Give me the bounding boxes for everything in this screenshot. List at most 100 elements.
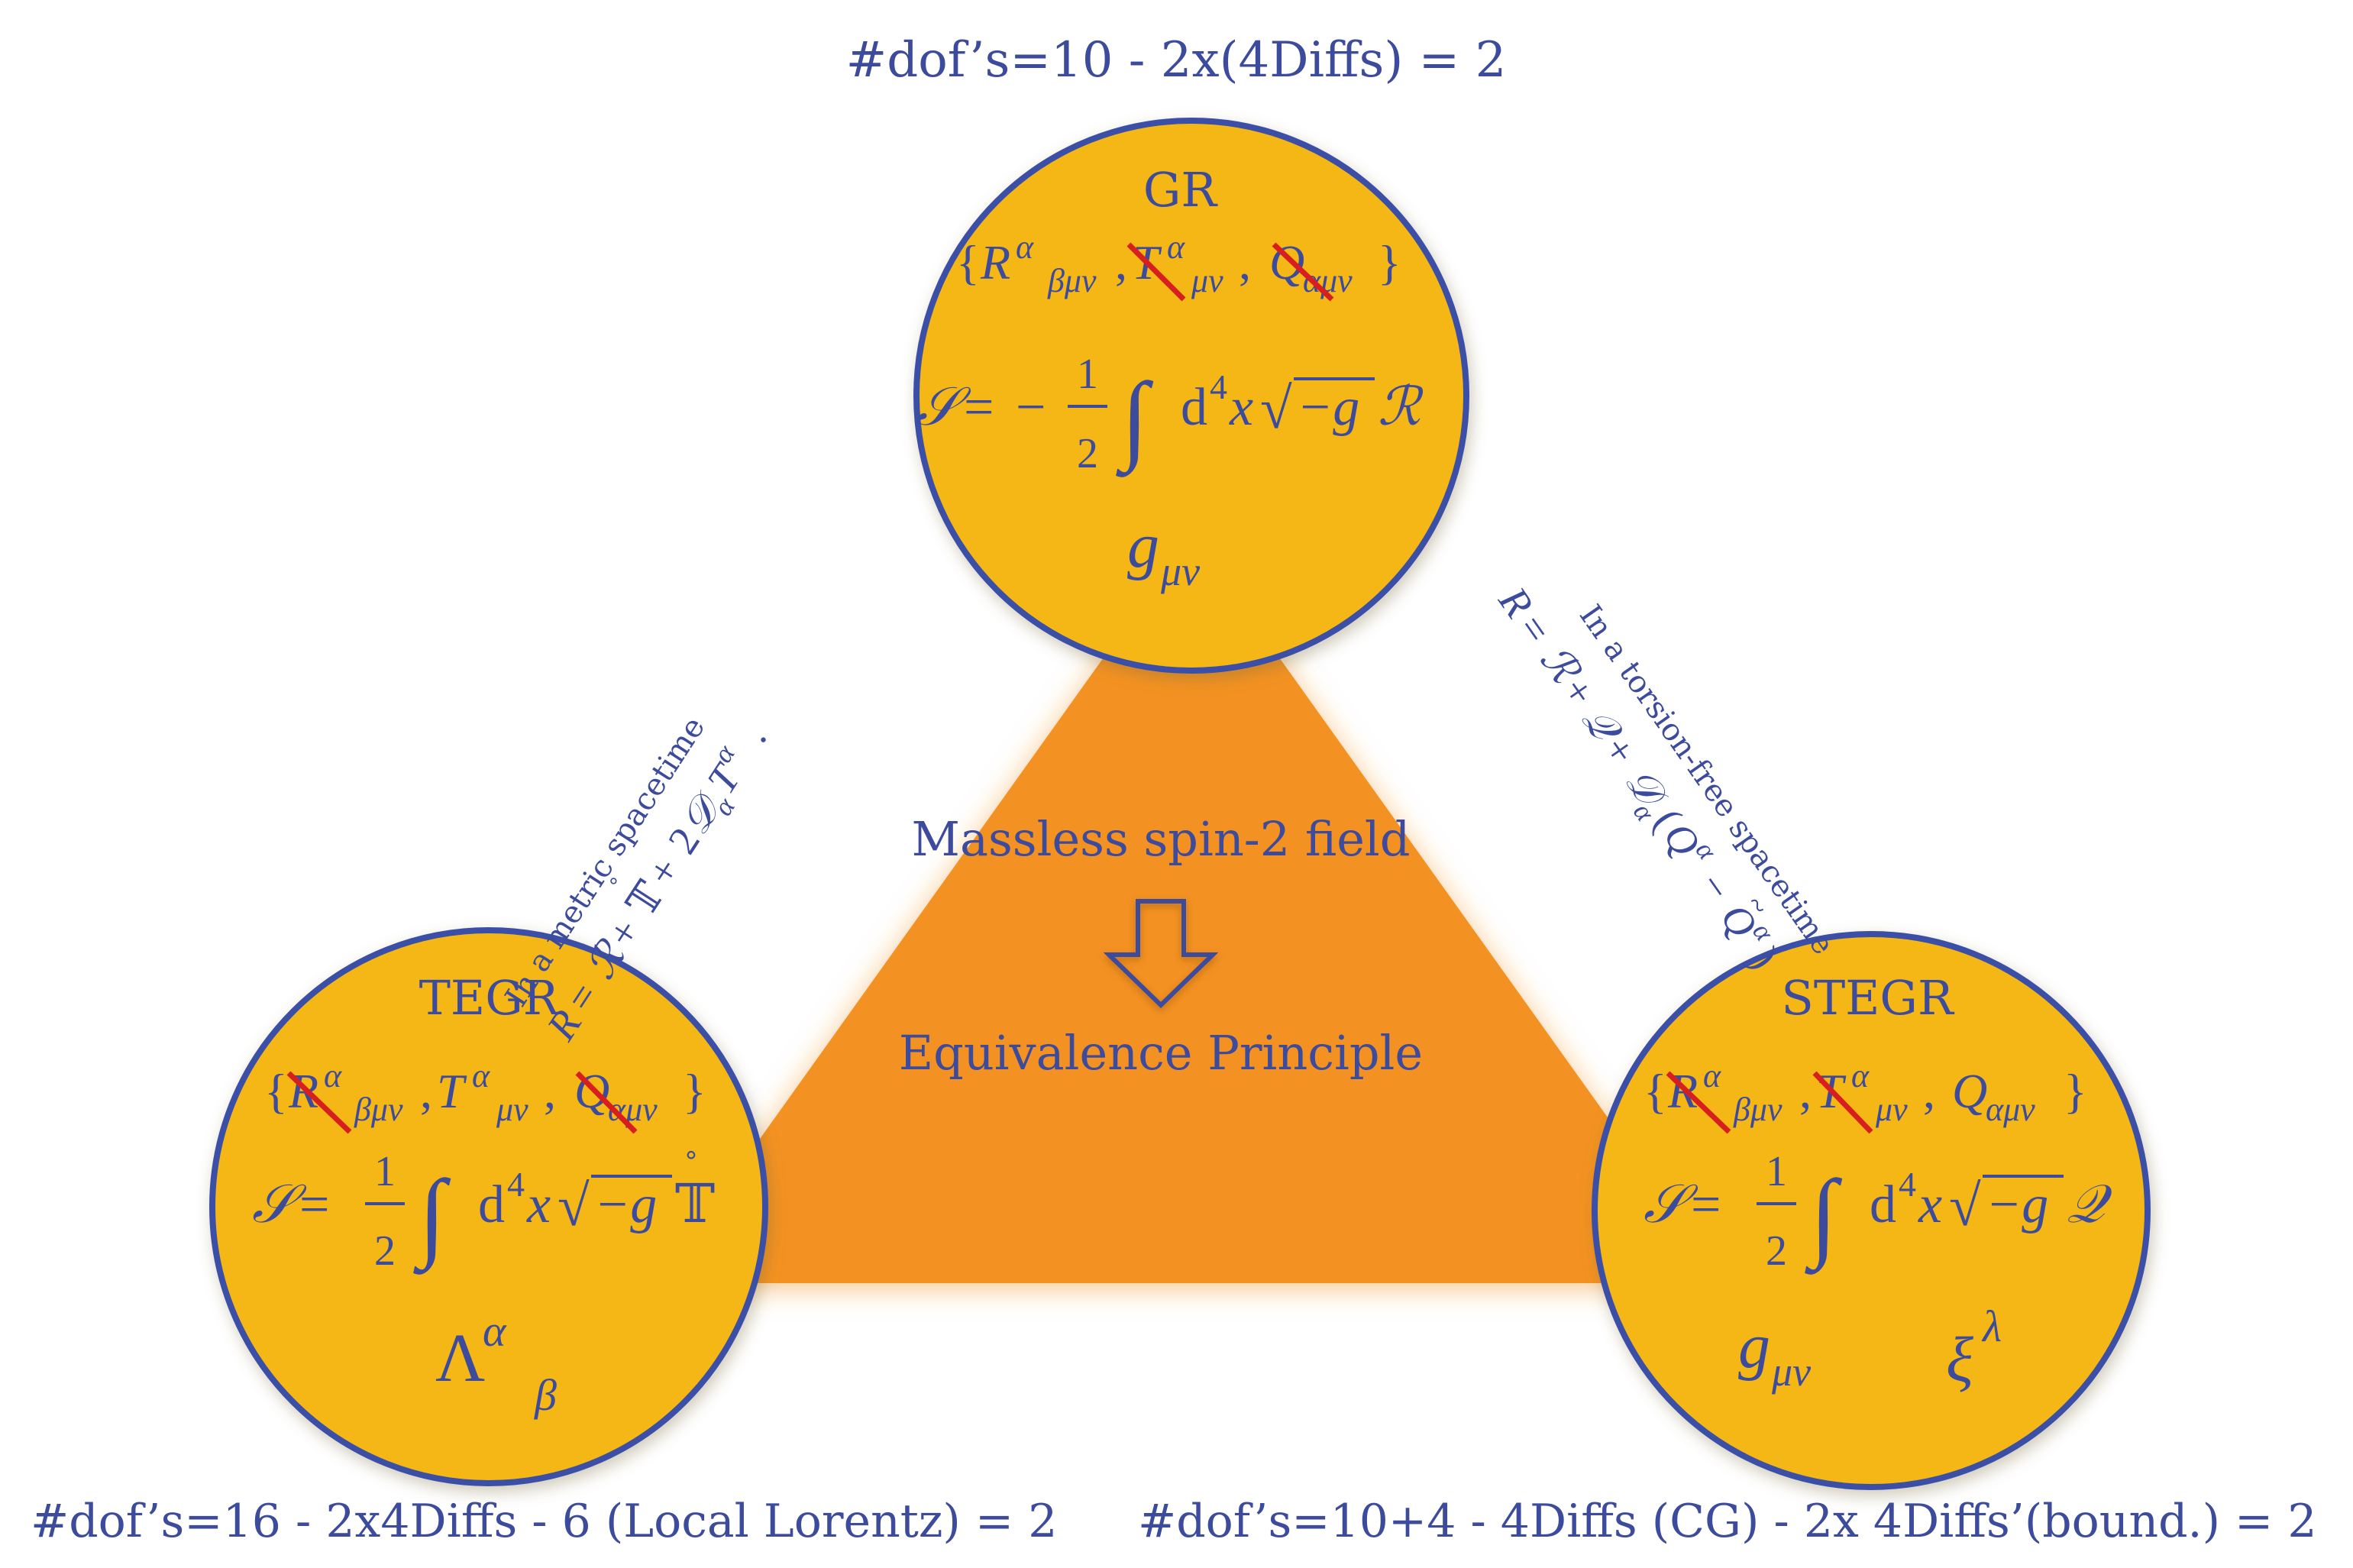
tegr-field-sub: β	[534, 1370, 557, 1420]
tegr-circle-disc	[209, 927, 768, 1486]
tegr-action-radicand: −g	[594, 1175, 657, 1234]
gr-field-base: g	[1127, 510, 1159, 581]
stegr-comma-2: ,	[1923, 1064, 1935, 1118]
stegr-riemann-sub: βμν	[1733, 1091, 1783, 1128]
stegr-field1-sub: μν	[1771, 1349, 1811, 1395]
tegr-field-base: Λ	[435, 1321, 485, 1396]
stegr-riemann-strike	[1666, 1071, 1731, 1134]
tegr-circle: TEGR { R α βμν , T α μν , Q αμν } 𝒮 = 1	[209, 927, 768, 1486]
gr-brace-open: {	[956, 235, 980, 289]
stegr-tensor-set: { R α βμν , T α μν , Q αμν }	[1644, 1057, 2087, 1128]
left-eq-end: .	[732, 716, 776, 750]
right-eq-minus: −	[1690, 864, 1741, 909]
gr-nonmetricity-strike	[1272, 242, 1334, 302]
tegr-action-lagrangian: 𝕋	[675, 1175, 715, 1234]
stegr-fields: g μν ξ λ	[1738, 1301, 2002, 1395]
stegr-torsion-strike	[1812, 1071, 1873, 1134]
tegr-riemann: R	[288, 1064, 318, 1118]
tegr-torsion-sub: μν	[496, 1091, 528, 1128]
center-line-1: Massless spin-2 field	[912, 811, 1411, 867]
tegr-action-sqrt: √	[558, 1174, 590, 1238]
stegr-torsion-sub: μν	[1875, 1091, 1908, 1128]
stegr-action-den: 2	[1766, 1227, 1787, 1275]
gr-title: GR	[1143, 162, 1219, 218]
tegr-field: Λ α β	[435, 1306, 557, 1420]
stegr-torsion-sup: α	[1851, 1057, 1870, 1094]
tegr-riemann-sub: βμν	[354, 1091, 403, 1128]
tegr-brace-close: }	[683, 1064, 706, 1118]
tegr-riemann-strike	[286, 1071, 352, 1134]
down-arrow-icon	[1103, 899, 1219, 1009]
tegr-comma-1: ,	[420, 1064, 432, 1118]
stegr-action-d-sup: 4	[1899, 1165, 1916, 1204]
stegr-action-num: 1	[1766, 1148, 1787, 1195]
tegr-action-ring: ˚	[684, 1144, 698, 1190]
gr-action-den: 2	[1077, 430, 1098, 477]
tegr-action-x: x	[526, 1175, 551, 1234]
stegr-action-integral: ∫	[1804, 1160, 1842, 1275]
tegr-torsion: T	[437, 1064, 467, 1118]
stegr-brace-close: }	[2064, 1064, 2087, 1118]
tegr-action-d-sup: 4	[507, 1165, 525, 1204]
tegr-riemann-sup: α	[324, 1057, 342, 1094]
center-line-2: Equivalence Principle	[899, 1025, 1423, 1081]
gr-field: g μν	[1127, 510, 1200, 594]
stegr-comma-1: ,	[1799, 1064, 1812, 1118]
tegr-action: 𝒮 = 1 2 ∫ d 4 x √ −g 𝕋 ˚	[252, 1144, 715, 1275]
stegr-field1-base: g	[1738, 1311, 1770, 1382]
stegr-circle: STEGR { R α βμν , T α μν , Q αμν } 𝒮 = 1	[1592, 931, 2151, 1490]
stegr-action: 𝒮 = 1 2 ∫ d 4 x √ −g 𝒬	[1644, 1148, 2112, 1275]
gr-torsion-sup: α	[1167, 228, 1185, 266]
gr-torsion-strike	[1126, 242, 1186, 302]
stegr-title: STEGR	[1781, 970, 1955, 1026]
stegr-riemann-sup: α	[1703, 1057, 1721, 1094]
tegr-field-sup: α	[483, 1306, 507, 1356]
gr-action-eq: =	[964, 378, 994, 437]
gr-action-radicand: −g	[1297, 378, 1359, 437]
gr-comma-1: ,	[1115, 235, 1127, 289]
tegr-brace-open: {	[264, 1064, 288, 1118]
gr-riemann-sub: βμν	[1047, 262, 1097, 299]
stegr-brace-open: {	[1644, 1064, 1667, 1118]
right-edge-annotation: In a torsion-free spacetime R = ℛ + 𝒬 + …	[1489, 578, 1841, 977]
stegr-action-eq: =	[1691, 1175, 1721, 1234]
stegr-action-x: x	[1918, 1175, 1942, 1234]
tegr-title: TEGR	[419, 970, 561, 1026]
gr-circle: GR { R α βμν , T α μν , Q αμν } 𝒮 =	[913, 118, 1469, 674]
central-triangle	[657, 535, 1726, 1283]
gr-action-sqrt: √	[1260, 377, 1292, 441]
stegr-nonmetricity-sub: αμν	[1986, 1091, 2035, 1128]
gr-action: 𝒮 = − 1 2 ∫ d 4 x √ −g ℛ	[916, 351, 1424, 477]
stegr-riemann: R	[1667, 1064, 1698, 1118]
right-edge-equation: R = ℛ + 𝒬 + 𝒟 α ( Q α − Q ~ α )	[1489, 578, 1787, 977]
tegr-comma-2: ,	[544, 1064, 556, 1118]
gr-action-num: 1	[1077, 351, 1098, 398]
stegr-field2-sup: λ	[1981, 1301, 2002, 1351]
stegr-action-sqrt: √	[1949, 1174, 1981, 1238]
gr-tensor-set: { R α βμν , T α μν , Q αμν }	[956, 228, 1401, 299]
stegr-circle-disc	[1592, 931, 2151, 1490]
bottom-left-dof-label: #dof’s=16 - 2x4Diffs - 6 (Local Lorentz)…	[31, 1495, 1057, 1548]
gr-riemann-sup: α	[1016, 228, 1034, 266]
gr-action-d: d	[1181, 378, 1207, 437]
gr-brace-close: }	[1378, 235, 1401, 289]
gr-comma-2: ,	[1239, 235, 1251, 289]
gr-nonmetricity: Q	[1269, 235, 1304, 289]
tegr-action-den: 2	[374, 1227, 396, 1275]
tegr-action-d: d	[478, 1175, 505, 1234]
stegr-action-radicand: −g	[1986, 1175, 2048, 1234]
gr-action-lagrangian: ℛ	[1378, 378, 1424, 437]
tegr-action-num: 1	[374, 1148, 396, 1195]
top-dof-label: #dof’s=10 - 2x(4Diffs) = 2	[846, 32, 1507, 89]
stegr-action-lagrangian: 𝒬	[2067, 1175, 2112, 1234]
gr-action-d-sup: 4	[1210, 367, 1227, 406]
gr-action-sign: −	[1016, 378, 1046, 437]
stegr-action-d: d	[1870, 1175, 1896, 1234]
stegr-nonmetricity: Q	[1952, 1064, 1987, 1118]
tegr-tensor-set: { R α βμν , T α μν , Q αμν }	[264, 1057, 706, 1128]
gr-field-sub: μν	[1160, 548, 1200, 594]
gr-action-x: x	[1229, 378, 1253, 437]
stegr-field2-base: ξ	[1946, 1324, 1973, 1395]
tegr-torsion-sup: α	[472, 1057, 490, 1094]
